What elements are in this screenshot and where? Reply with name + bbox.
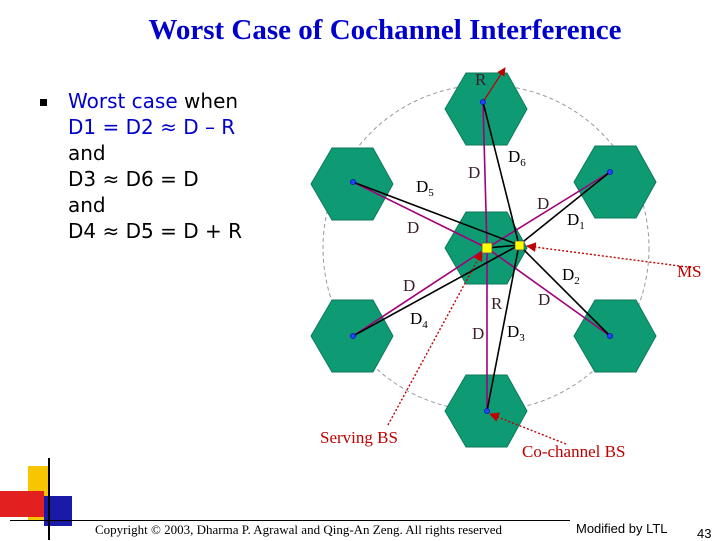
footer-page-number: 43 bbox=[697, 526, 712, 541]
label-ms: MS bbox=[677, 262, 702, 281]
bullet-line-1-black: when bbox=[177, 89, 239, 113]
bullet-line-1-blue: Worst case bbox=[68, 89, 178, 113]
label-d-bottom: D bbox=[472, 324, 484, 343]
label-d-left-lower: D bbox=[403, 276, 415, 295]
bullet-line-2: D1 = D2 ≈ D – R bbox=[68, 115, 236, 139]
label-d-right-upper: D bbox=[537, 194, 549, 213]
bullet-line-1: Worst case when bbox=[68, 88, 242, 114]
decor-horizontal-line bbox=[10, 520, 570, 521]
bullet-marker bbox=[40, 99, 47, 106]
line-d5 bbox=[352, 181, 520, 246]
bs-dot-lower-left bbox=[350, 333, 356, 339]
label-d-right-lower: D bbox=[538, 290, 550, 309]
hex-cell-lower-right bbox=[573, 299, 657, 373]
hex-cell-upper-right bbox=[573, 145, 657, 219]
bs-dot-lower-right bbox=[607, 333, 613, 339]
label-d-left-upper: D bbox=[407, 218, 419, 237]
footer-copyright: Copyright © 2003, Dharma P. Agrawal and … bbox=[95, 522, 503, 537]
line-d-upper-right bbox=[486, 171, 611, 249]
label-d5: D5 bbox=[416, 177, 434, 199]
callout-ms bbox=[526, 242, 696, 269]
callout-cochannel-bs bbox=[489, 412, 567, 445]
footer-modified: Modified by LTL bbox=[576, 521, 668, 536]
line-d-upper-left bbox=[352, 181, 488, 249]
label-serving-bs: Serving BS bbox=[320, 428, 398, 447]
hex-cell-top bbox=[444, 72, 528, 146]
ms-marker bbox=[514, 240, 525, 251]
bullet-line-3: and bbox=[68, 141, 106, 165]
decor-red-block bbox=[0, 491, 44, 517]
serving-bs-marker bbox=[481, 242, 493, 254]
label-d-upper: D bbox=[468, 163, 480, 182]
label-d1: D1 bbox=[567, 210, 585, 232]
line-d6-black bbox=[482, 101, 520, 246]
bullet-line-4: D3 ≈ D6 = D bbox=[68, 167, 199, 191]
line-d3 bbox=[486, 244, 520, 412]
bullet-text: Worst case when D1 = D2 ≈ D – R and D3 ≈… bbox=[68, 88, 242, 244]
line-d-lower-left bbox=[352, 247, 488, 337]
line-d2 bbox=[518, 244, 611, 337]
bs-dot-upper-left bbox=[350, 179, 356, 185]
line-d4 bbox=[352, 244, 520, 337]
bullet-line-5: and bbox=[68, 193, 106, 217]
label-d2: D2 bbox=[562, 265, 580, 287]
label-d6: D6 bbox=[508, 147, 526, 169]
line-d-lower-right bbox=[486, 247, 611, 337]
radius-line-top bbox=[482, 67, 506, 103]
bullet-line-6: D4 ≈ D5 = D + R bbox=[68, 219, 242, 243]
label-cochannel-bs: Co-channel BS bbox=[522, 442, 625, 461]
bs-dot-upper-right bbox=[607, 169, 613, 175]
label-d3: D3 bbox=[507, 322, 525, 344]
bs-dot-top bbox=[480, 99, 486, 105]
line-d1 bbox=[518, 171, 611, 246]
label-r-top: R bbox=[475, 70, 487, 89]
slide-title: Worst Case of Cochannel Interference bbox=[148, 14, 622, 46]
line-d6 bbox=[482, 101, 488, 249]
label-d4: D4 bbox=[410, 309, 428, 331]
label-r-center: R bbox=[491, 294, 503, 313]
bs-dot-bottom bbox=[484, 408, 490, 414]
decor-vertical-line bbox=[48, 458, 50, 540]
callout-serving-bs bbox=[387, 251, 483, 426]
